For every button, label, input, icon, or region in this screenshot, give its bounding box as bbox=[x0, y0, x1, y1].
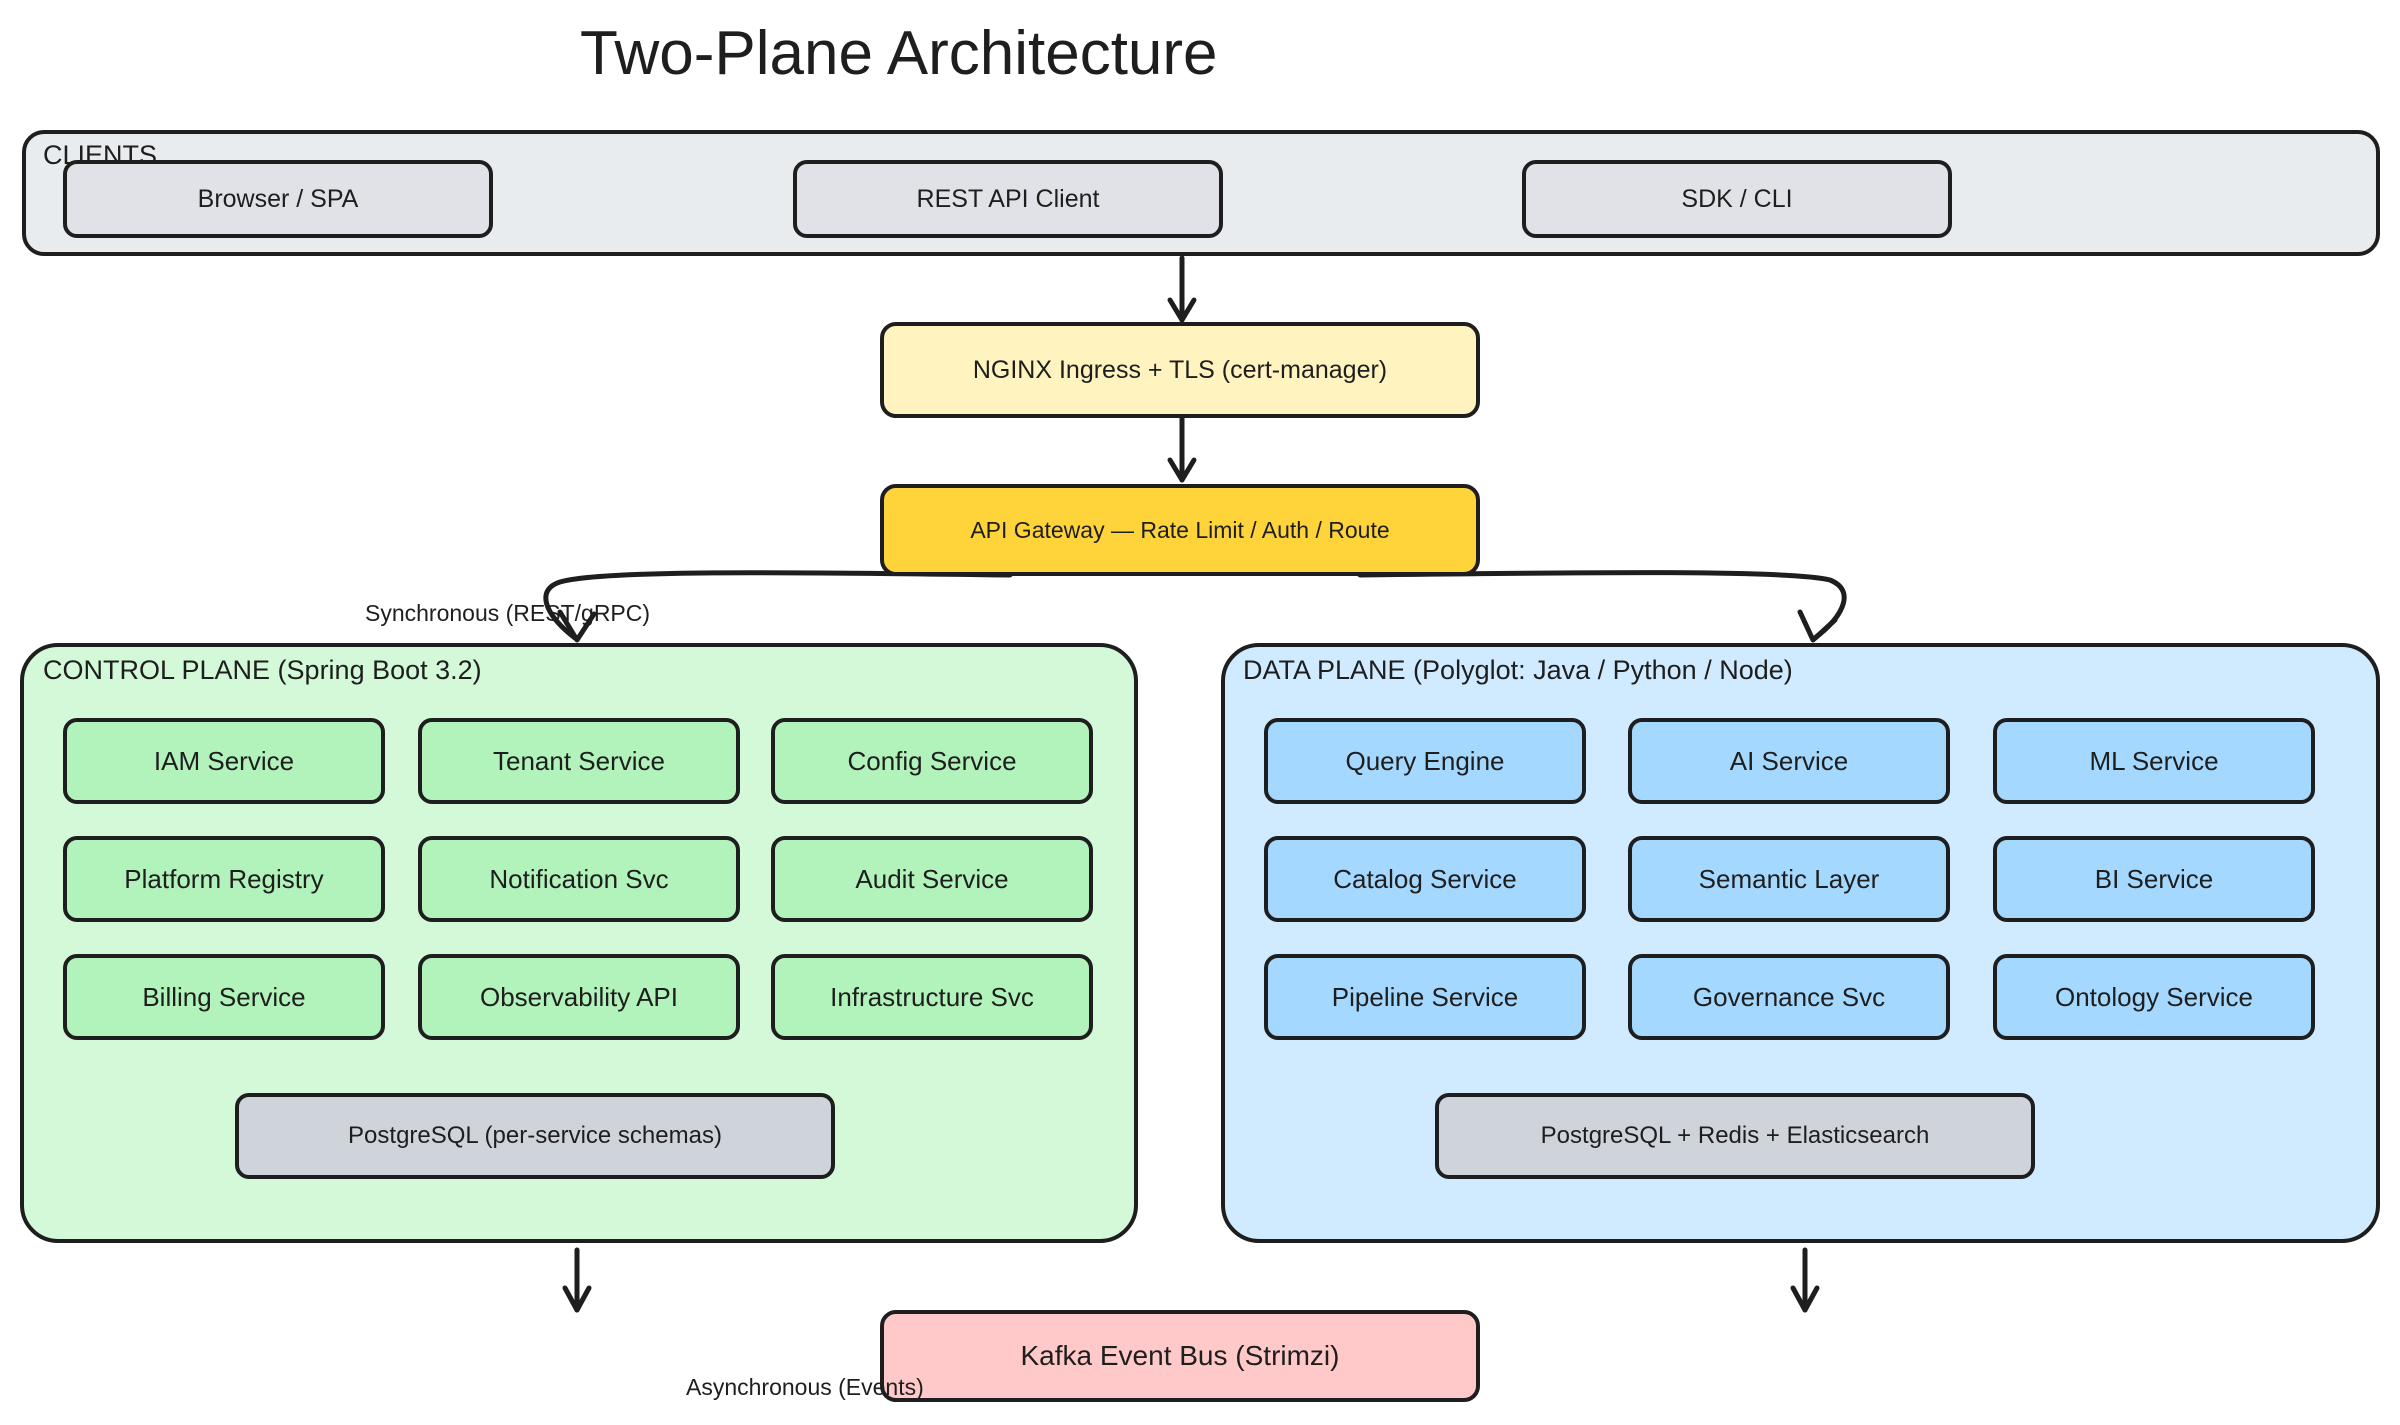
config-service-node: Config Service bbox=[771, 718, 1093, 804]
client-rest-api: REST API Client bbox=[793, 160, 1223, 238]
catalog-service-node: Catalog Service bbox=[1264, 836, 1586, 922]
data-plane-database: PostgreSQL + Redis + Elasticsearch bbox=[1435, 1093, 2035, 1179]
platform-registry-node: Platform Registry bbox=[63, 836, 385, 922]
notification-svc-node: Notification Svc bbox=[418, 836, 740, 922]
observability-api-node: Observability API bbox=[418, 954, 740, 1040]
billing-service-node: Billing Service bbox=[63, 954, 385, 1040]
pipeline-service-node: Pipeline Service bbox=[1264, 954, 1586, 1040]
async-edge-label: Asynchronous (Events) bbox=[686, 1374, 924, 1400]
audit-service-node: Audit Service bbox=[771, 836, 1093, 922]
arrow-gateway-to-data-plane bbox=[1357, 570, 1847, 641]
ml-service-node: ML Service bbox=[1993, 718, 2315, 804]
control-plane-database: PostgreSQL (per-service schemas) bbox=[235, 1093, 835, 1179]
sync-edge-label: Synchronous (REST/gRPC) bbox=[365, 600, 651, 626]
arrowhead-control-plane-down bbox=[562, 1285, 592, 1313]
ontology-service-node: Ontology Service bbox=[1993, 954, 2315, 1040]
client-sdk-cli: SDK / CLI bbox=[1522, 160, 1952, 238]
semantic-layer-node: Semantic Layer bbox=[1628, 836, 1950, 922]
infrastructure-svc-node: Infrastructure Svc bbox=[771, 954, 1093, 1040]
tenant-service-node: Tenant Service bbox=[418, 718, 740, 804]
bi-service-node: BI Service bbox=[1993, 836, 2315, 922]
api-gateway-node: API Gateway — Rate Limit / Auth / Route bbox=[880, 484, 1480, 576]
iam-service-node: IAM Service bbox=[63, 718, 385, 804]
arrowhead-gateway-to-data-plane bbox=[1797, 609, 1838, 643]
control-plane-label: CONTROL PLANE (Spring Boot 3.2) bbox=[43, 655, 482, 685]
diagram-title: Two-Plane Architecture bbox=[580, 19, 1218, 88]
client-browser-spa: Browser / SPA bbox=[63, 160, 493, 238]
ai-service-node: AI Service bbox=[1628, 718, 1950, 804]
arrowhead-clients-to-ingress bbox=[1167, 297, 1197, 323]
nginx-ingress-node: NGINX Ingress + TLS (cert-manager) bbox=[880, 322, 1480, 418]
governance-svc-node: Governance Svc bbox=[1628, 954, 1950, 1040]
arrowhead-data-plane-down bbox=[1790, 1285, 1820, 1313]
query-engine-node: Query Engine bbox=[1264, 718, 1586, 804]
data-plane-label: DATA PLANE (Polyglot: Java / Python / No… bbox=[1243, 655, 1793, 685]
arrowhead-ingress-to-gateway bbox=[1167, 457, 1197, 483]
kafka-event-bus-node: Kafka Event Bus (Strimzi) bbox=[880, 1310, 1480, 1402]
